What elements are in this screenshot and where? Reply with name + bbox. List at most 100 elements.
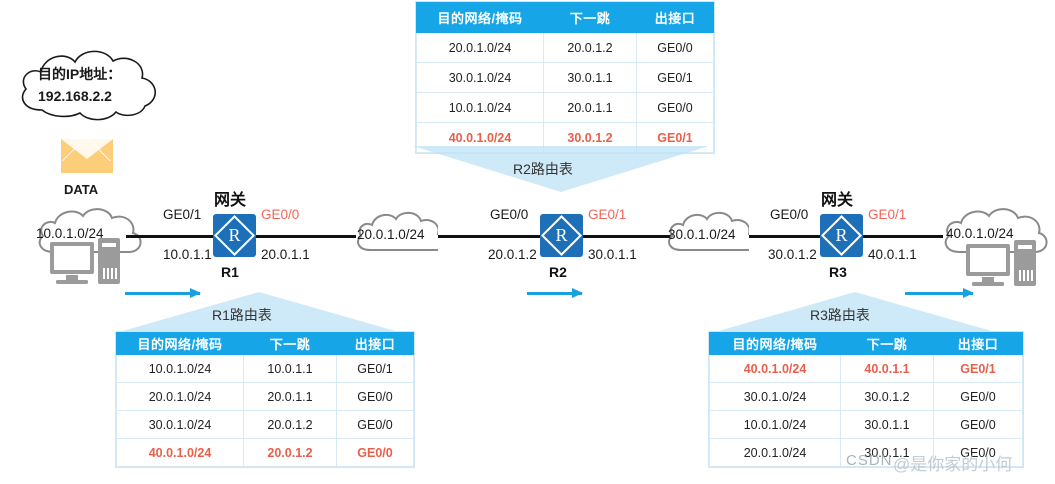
cell-destination: 40.0.1.0/24 [116, 438, 244, 467]
table-row: 20.0.1.0/24 30.0.1.1 GE0/0 [709, 438, 1023, 467]
link-r2-to-cloud3 [583, 235, 675, 238]
cell-destination: 30.0.1.0/24 [709, 382, 841, 411]
col-destination: 目的网络/掩码 [416, 2, 544, 33]
table-row: 30.0.1.0/24 30.0.1.2 GE0/0 [709, 382, 1023, 411]
link-cloud2-to-r2 [430, 235, 540, 238]
ip-r3-left: 30.0.1.2 [768, 247, 817, 262]
col-destination: 目的网络/掩码 [709, 332, 841, 355]
col-destination: 目的网络/掩码 [116, 332, 244, 355]
link-r1-to-cloud2 [256, 235, 356, 238]
network-label-mid-right: 30.0.1.0/24 [668, 227, 736, 242]
iface-r1-right: GE0/0 [261, 207, 300, 222]
router-glyph: R [555, 225, 568, 245]
network-label-mid-left: 20.0.1.0/24 [357, 227, 425, 242]
cell-destination: 20.0.1.0/24 [709, 438, 841, 467]
link-cloud3-to-r3 [745, 235, 820, 238]
cell-destination: 30.0.1.0/24 [116, 410, 244, 439]
iface-r2-left: GE0/0 [490, 207, 529, 222]
col-interface: 出接口 [933, 332, 1023, 355]
caption-r3-table: R3路由表 [810, 307, 870, 323]
cell-interface: GE0/0 [336, 410, 414, 439]
link-r3-to-right [863, 235, 943, 238]
network-label-right: 40.0.1.0/24 [946, 226, 1014, 241]
router-glyph: R [835, 225, 848, 245]
cell-interface: GE0/1 [933, 354, 1023, 383]
table-row: 10.0.1.0/24 20.0.1.1 GE0/0 [416, 92, 714, 123]
ip-r2-left: 20.0.1.2 [488, 247, 537, 262]
ip-r1-left: 10.0.1.1 [163, 247, 212, 262]
table-row-highlighted: 40.0.1.0/24 40.0.1.1 GE0/1 [709, 354, 1023, 383]
table-row: 10.0.1.0/24 10.0.1.1 GE0/1 [116, 354, 414, 383]
iface-r1-left: GE0/1 [163, 207, 202, 222]
cell-nexthop: 20.0.1.2 [243, 410, 337, 439]
cell-destination: 20.0.1.0/24 [116, 382, 244, 411]
callout-pointer-r3 [715, 292, 995, 332]
table-header-row: 目的网络/掩码 下一跳 出接口 [416, 2, 714, 33]
source-cloud-shape [21, 50, 156, 121]
table-row: 30.0.1.0/24 30.0.1.1 GE0/1 [416, 62, 714, 93]
ip-r3-right: 40.0.1.1 [868, 247, 917, 262]
ip-r1-right: 20.0.1.1 [261, 247, 310, 262]
router-name-r3: R3 [829, 264, 847, 280]
dest-ip-value: 192.168.2.2 [38, 88, 112, 104]
cloud-mid-left-shape [357, 211, 438, 251]
router-glyph: R [228, 225, 241, 245]
cell-interface: GE0/0 [933, 410, 1023, 439]
cell-nexthop: 20.0.1.1 [243, 382, 337, 411]
watermark-handle: @是你家的小何 [893, 455, 1013, 474]
iface-r2-right: GE0/1 [588, 207, 627, 222]
cell-nexthop: 10.0.1.1 [243, 354, 337, 383]
cell-nexthop: 20.0.1.2 [543, 32, 637, 63]
cell-nexthop: 30.0.1.1 [840, 438, 934, 467]
cell-nexthop: 20.0.1.2 [243, 438, 337, 467]
table-row: 30.0.1.0/24 20.0.1.2 GE0/0 [116, 410, 414, 439]
ip-r2-right: 30.0.1.1 [588, 247, 637, 262]
col-nexthop: 下一跳 [543, 2, 637, 33]
router-name-r2: R2 [549, 264, 567, 280]
cell-nexthop: 30.0.1.1 [840, 410, 934, 439]
col-nexthop: 下一跳 [243, 332, 337, 355]
table-row: 20.0.1.0/24 20.0.1.1 GE0/0 [116, 382, 414, 411]
caption-r2-table: R2路由表 [513, 161, 573, 177]
col-nexthop: 下一跳 [840, 332, 934, 355]
cell-nexthop: 30.0.1.1 [543, 62, 637, 93]
dest-ip-label: 目的IP地址： [38, 66, 122, 82]
cell-destination: 40.0.1.0/24 [709, 354, 841, 383]
cell-destination: 20.0.1.0/24 [416, 32, 544, 63]
cell-interface: GE0/0 [336, 382, 414, 411]
col-interface: 出接口 [636, 2, 714, 33]
router-icon-r1[interactable]: R [213, 214, 256, 257]
routing-table-r2: 目的网络/掩码 下一跳 出接口 20.0.1.0/24 20.0.1.2 GE0… [416, 2, 714, 153]
cell-interface: GE0/0 [636, 32, 714, 63]
cell-nexthop: 20.0.1.1 [543, 92, 637, 123]
callout-pointer-r2 [413, 146, 709, 192]
watermark-site: CSDN [846, 452, 893, 469]
router-icon-r3[interactable]: R [820, 214, 863, 257]
network-label-left: 10.0.1.0/24 [36, 226, 104, 241]
data-label: DATA [64, 182, 99, 197]
cell-interface: GE0/1 [636, 62, 714, 93]
data-envelope-icon [61, 139, 113, 173]
callout-pointer-r1 [119, 292, 399, 332]
router-name-r1: R1 [221, 264, 239, 280]
iface-r3-left: GE0/0 [770, 207, 809, 222]
cell-interface: GE0/1 [336, 354, 414, 383]
routing-table-r1: 目的网络/掩码 下一跳 出接口 10.0.1.0/24 10.0.1.1 GE0… [116, 332, 414, 467]
cell-interface: GE0/0 [336, 438, 414, 467]
table-row: 20.0.1.0/24 20.0.1.2 GE0/0 [416, 32, 714, 63]
table-header-row: 目的网络/掩码 下一跳 出接口 [116, 332, 414, 355]
gateway-label-r3: 网关 [821, 192, 854, 209]
cell-destination: 10.0.1.0/24 [709, 410, 841, 439]
cell-interface: GE0/0 [933, 438, 1023, 467]
table-header-row: 目的网络/掩码 下一跳 出接口 [709, 332, 1023, 355]
router-icon-r2[interactable]: R [540, 214, 583, 257]
cloud-mid-right-shape [668, 211, 749, 251]
pc-icon-right [966, 240, 1036, 286]
table-row-highlighted: 40.0.1.0/24 20.0.1.2 GE0/0 [116, 438, 414, 467]
cell-interface: GE0/0 [636, 92, 714, 123]
cell-interface: GE0/0 [933, 382, 1023, 411]
cell-nexthop: 40.0.1.1 [840, 354, 934, 383]
cell-nexthop: 30.0.1.2 [840, 382, 934, 411]
cell-destination: 30.0.1.0/24 [416, 62, 544, 93]
